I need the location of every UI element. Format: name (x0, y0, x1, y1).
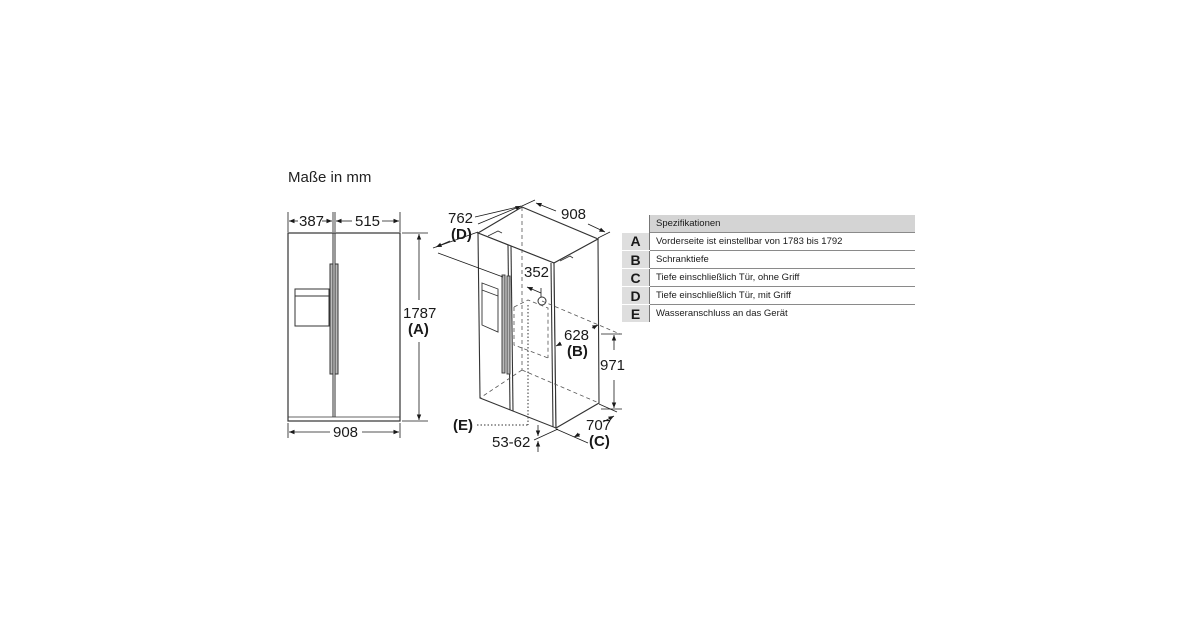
spec-key: E (622, 304, 650, 323)
spec-key: A (622, 232, 650, 251)
dim-cabinet-depth-key: (B) (567, 343, 588, 360)
spec-label: Vorderseite ist einstellbar von 1783 bis… (649, 232, 915, 251)
spec-label: Tiefe einschließlich Tür, ohne Griff (649, 268, 915, 287)
dim-depth-no-handle: 707 (586, 417, 611, 434)
spec-header-label: Spezifikationen (649, 215, 915, 233)
dim-feet: 53-62 (492, 434, 530, 451)
spec-row: E Wasseranschluss an das Gerät (622, 304, 915, 323)
spec-key: C (622, 268, 650, 287)
spec-table: Spezifikationen A Vorderseite ist einste… (622, 215, 915, 323)
dim-height: 1787 (403, 305, 436, 322)
dim-depth-with-handle: 762 (448, 210, 473, 227)
page-title: Maße in mm (288, 169, 372, 186)
spec-row: C Tiefe einschließlich Tür, ohne Griff (622, 268, 915, 287)
dim-total-width: 908 (333, 424, 358, 441)
dim-water-offset: 352 (524, 264, 549, 281)
spec-row: D Tiefe einschließlich Tür, mit Griff (622, 286, 915, 305)
front-view-fridge (287, 232, 401, 422)
iso-hidden-lines (479, 207, 621, 404)
front-view-dimensions (287, 212, 428, 438)
spec-label: Wasseranschluss an das Gerät (656, 308, 788, 320)
iso-view-fridge (476, 206, 600, 429)
dim-cabinet-depth: 628 (564, 327, 589, 344)
spec-label: Schranktiefe (649, 250, 915, 269)
dim-water-key: (E) (453, 417, 473, 434)
dim-right-width: 515 (355, 213, 380, 230)
spec-table-header: Spezifikationen (622, 215, 915, 233)
dim-height-key: (A) (408, 321, 429, 338)
dim-depth-no-handle-key: (C) (589, 433, 610, 450)
spec-row: A Vorderseite ist einstellbar von 1783 b… (622, 232, 915, 251)
iso-dimensions (432, 199, 622, 452)
dim-left-width: 387 (299, 213, 324, 230)
dim-width-top: 908 (561, 206, 586, 223)
dim-water-height: 971 (600, 357, 625, 374)
spec-key: D (622, 286, 650, 305)
iso-water-line (477, 305, 529, 426)
spec-row: B Schranktiefe (622, 250, 915, 269)
dim-depth-with-handle-key: (D) (451, 226, 472, 243)
spec-key: B (622, 250, 650, 269)
spec-label: Tiefe einschließlich Tür, mit Griff (649, 286, 915, 305)
